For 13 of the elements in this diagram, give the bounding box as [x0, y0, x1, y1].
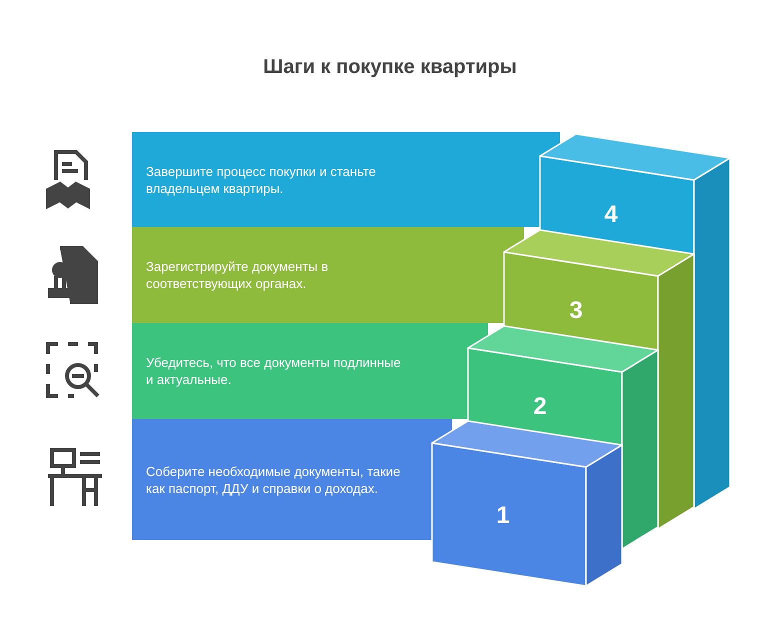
step-number: 3	[569, 297, 583, 325]
step-number: 1	[496, 502, 510, 530]
title: Шаги к покупке квартиры	[262, 56, 518, 79]
step-number: 2	[533, 393, 547, 421]
step-description: Убедитесь, что все документы подлинные и актуальные.	[146, 354, 402, 388]
step-description: Соберите необходимые документы, такие как паспорт, ДДУ и справки о доходах.	[146, 462, 402, 496]
step-description: Зарегистрируйте документы в соответствующих органах.	[146, 258, 330, 292]
step-description: Завершите процесс покупки и станьте владельцем квартиры.	[146, 162, 377, 196]
step-number: 4	[604, 201, 618, 229]
step-band	[132, 132, 560, 227]
step-band	[132, 323, 488, 419]
step-band	[132, 227, 524, 323]
step-band	[132, 419, 452, 540]
